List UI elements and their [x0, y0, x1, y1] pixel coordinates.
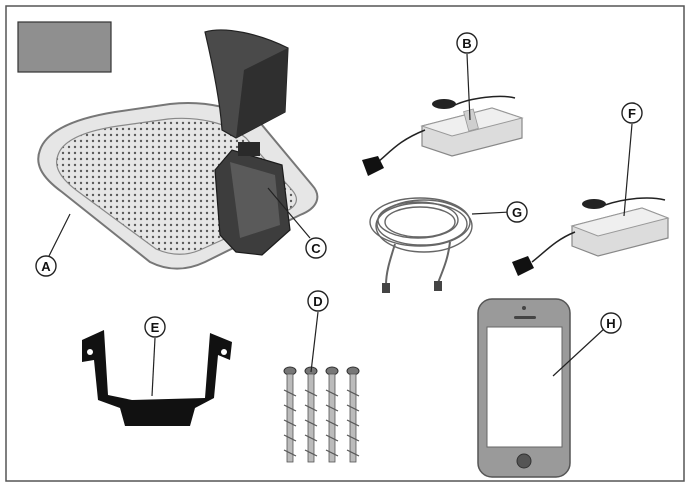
callout-a-label: A	[41, 259, 51, 274]
part-e-mounting-bracket	[82, 330, 232, 426]
part-c-charging-post	[204, 29, 291, 256]
callout-c: C	[305, 237, 327, 259]
callout-g: G	[506, 201, 528, 223]
callout-h: H	[600, 312, 622, 334]
part-h-smartphone	[477, 298, 571, 478]
callout-d: D	[307, 290, 329, 312]
leader-lines	[47, 53, 633, 397]
part-d-screw-anchors	[283, 366, 360, 463]
callout-b-label: B	[462, 36, 471, 51]
callout-f-label: F	[628, 106, 636, 121]
callout-g-label: G	[512, 205, 522, 220]
callout-f: F	[621, 102, 643, 124]
callout-c-label: C	[311, 241, 321, 256]
callout-a: A	[35, 255, 57, 277]
callout-e-label: E	[151, 320, 160, 335]
grey-swatch	[17, 21, 112, 73]
callout-b: B	[456, 32, 478, 54]
part-f-sensor-block	[512, 197, 670, 276]
part-b-sensor-block	[362, 95, 524, 176]
callout-e: E	[144, 316, 166, 338]
part-g-coiled-cable	[369, 197, 473, 293]
callout-d-label: D	[313, 294, 322, 309]
callout-h-label: H	[606, 316, 615, 331]
